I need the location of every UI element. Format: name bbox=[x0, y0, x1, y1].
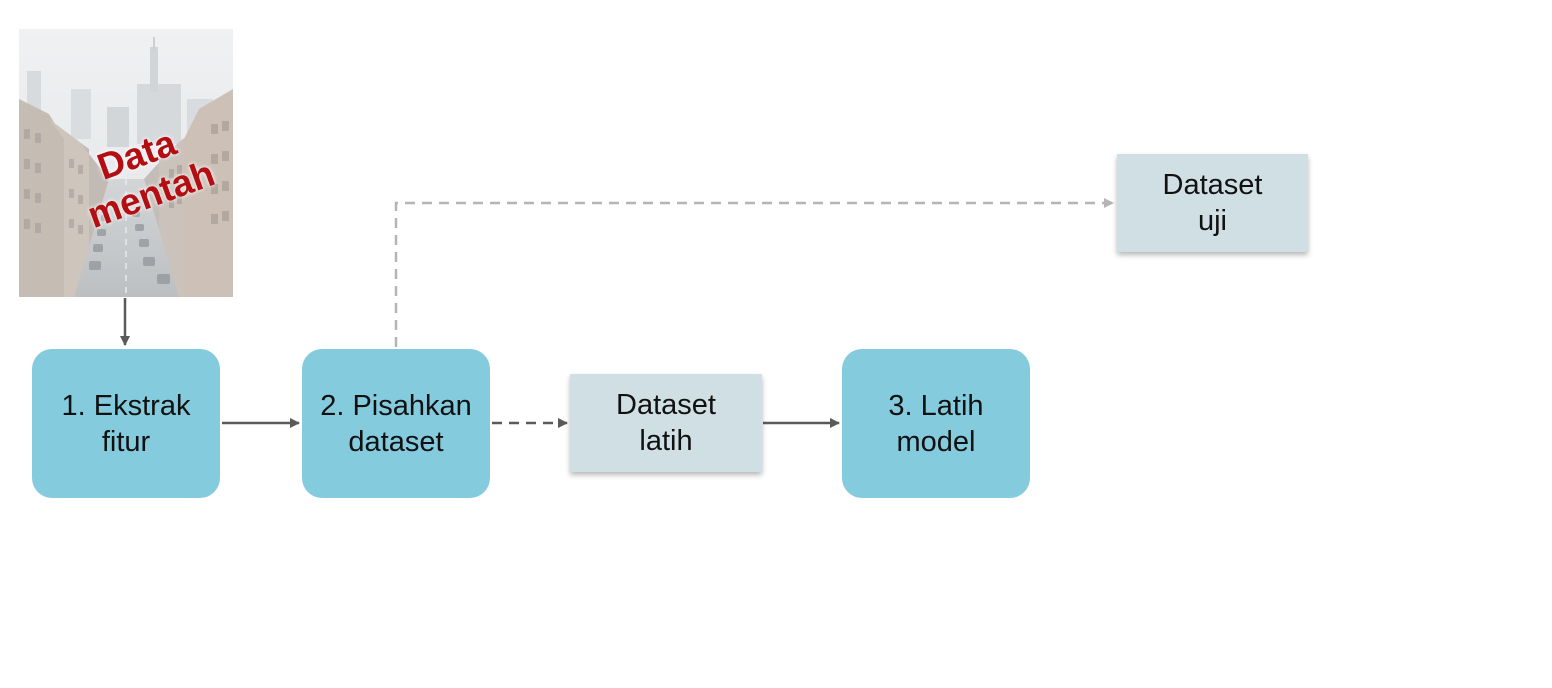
dataset-train-line2: latih bbox=[639, 425, 693, 457]
dataset-train-line1: Dataset bbox=[616, 389, 716, 421]
dataset-train[interactable]: Dataset latih bbox=[570, 374, 762, 472]
step-extract-features-line1: 1. Ekstrak bbox=[61, 389, 191, 422]
dataset-test[interactable]: Dataset uji bbox=[1117, 154, 1308, 252]
step-split-dataset[interactable]: 2. Pisahkan dataset bbox=[302, 349, 490, 498]
step-extract-features[interactable]: 1. Ekstrak fitur bbox=[32, 349, 220, 498]
step-extract-features-line2: fitur bbox=[101, 425, 151, 458]
arrow-split-to-test-dashed bbox=[394, 198, 1114, 347]
step-train-model-line1: 3. Latih bbox=[888, 389, 984, 422]
city-street-photo bbox=[19, 29, 233, 297]
step-split-dataset-line1: 2. Pisahkan bbox=[320, 389, 472, 422]
step-train-model-line2: model bbox=[896, 425, 976, 458]
raw-data-image: Data mentah bbox=[19, 29, 233, 297]
dataset-test-line2: uji bbox=[1197, 205, 1227, 237]
dataset-test-line1: Dataset bbox=[1162, 169, 1263, 201]
step-train-model[interactable]: 3. Latih model bbox=[842, 349, 1030, 498]
step-split-dataset-line2: dataset bbox=[348, 425, 444, 458]
